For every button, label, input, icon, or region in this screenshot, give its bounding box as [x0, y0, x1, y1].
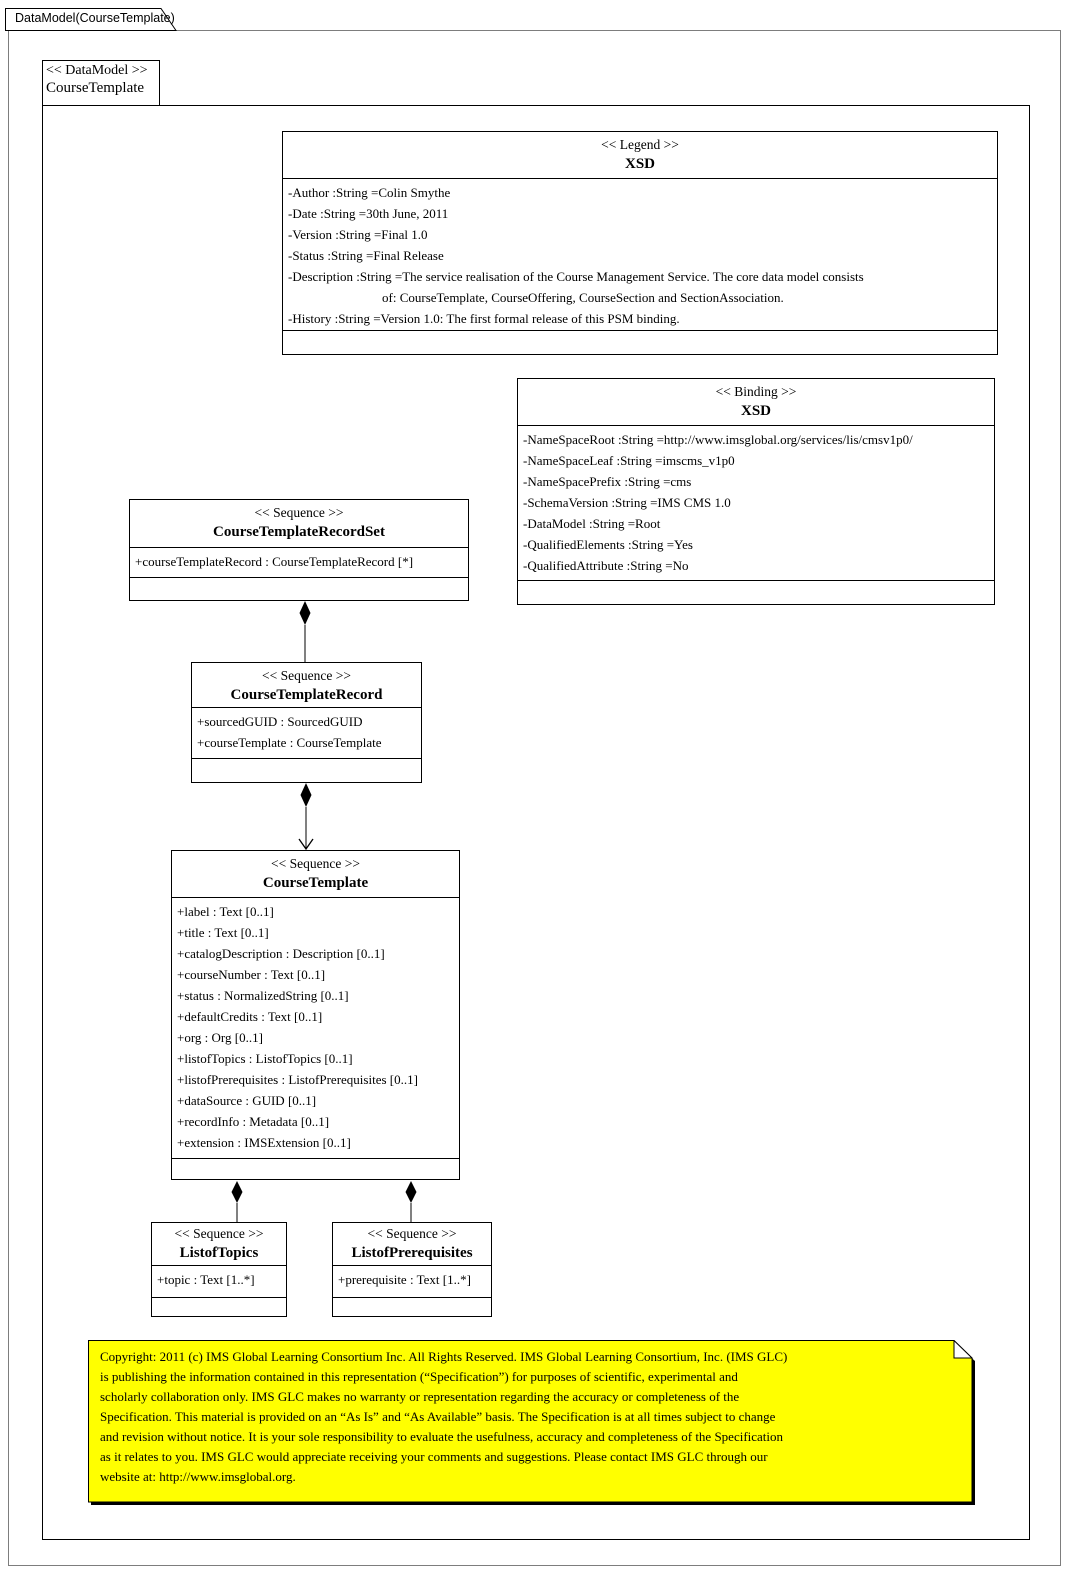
binding-stereotype: << Binding >>: [715, 384, 797, 399]
legend-attr: -Description :String =The service realis…: [288, 269, 864, 284]
legend-stereotype: << Legend >>: [601, 137, 679, 152]
record-stereotype: << Sequence >>: [262, 668, 351, 683]
copyright-line: Copyright: 2011 (c) IMS Global Learning …: [100, 1349, 788, 1364]
class-listoftopics: << Sequence >> ListofTopics +topic : Tex…: [151, 1222, 287, 1317]
coursetemplate-name: CourseTemplate: [262, 875, 369, 891]
copyright-line: is publishing the information contained …: [100, 1369, 738, 1384]
class-listofprerequisites-attributes: +prerequisite : Text [1..*]: [333, 1266, 491, 1298]
class-listoftopics-header: << Sequence >> ListofTopics: [152, 1223, 286, 1266]
class-binding-attributes: -NameSpaceRoot :String =http://www.imsgl…: [518, 426, 994, 581]
class-legend: << Legend >> XSD -Author :String =Colin …: [282, 131, 998, 355]
legend-attr: -Version :String =Final 1.0: [288, 227, 428, 242]
listoftopics-attr: +topic : Text [1..*]: [157, 1272, 255, 1287]
note-shape: [88, 1339, 975, 1505]
recordset-stereotype: << Sequence >>: [254, 505, 344, 520]
binding-attr: -DataModel :String =Root: [523, 516, 661, 531]
binding-attr: -NameSpacePrefix :String =cms: [523, 474, 692, 489]
legend-name: XSD: [624, 156, 655, 172]
coursetemplate-attr: +title : Text [0..1]: [177, 925, 269, 940]
coursetemplate-attr: +status : NormalizedString [0..1]: [177, 988, 349, 1003]
class-coursetemplaterecord-attributes: +sourcedGUID : SourcedGUID +courseTempla…: [192, 708, 421, 759]
listofprerequisites-name: ListofPrerequisites: [351, 1245, 473, 1261]
frame-name: CourseTemplate: [46, 80, 145, 96]
datamodel-frame-tab: << DataModel >> CourseTemplate: [42, 60, 160, 106]
copyright-line: website at: http://www.imsglobal.org.: [100, 1469, 296, 1484]
coursetemplate-attr: +courseNumber : Text [0..1]: [177, 967, 326, 982]
class-binding: << Binding >> XSD -NameSpaceRoot :String…: [517, 378, 995, 605]
binding-attr: -QualifiedElements :String =Yes: [523, 537, 693, 552]
coursetemplate-attr: +org : Org [0..1]: [177, 1030, 263, 1045]
binding-attr: -SchemaVersion :String =IMS CMS 1.0: [523, 495, 731, 510]
note-body: [88, 1340, 973, 1503]
binding-attr: -QualifiedAttribute :String =No: [523, 558, 689, 573]
class-coursetemplaterecord-operations-compartment: [192, 759, 421, 782]
class-legend-operations-compartment: [283, 331, 997, 354]
class-binding-header: << Binding >> XSD: [518, 379, 994, 426]
listofprerequisites-stereotype: << Sequence >>: [367, 1226, 457, 1241]
legend-attr: -Status :String =Final Release: [288, 248, 444, 263]
copyright-line: Specification. This material is provided…: [100, 1409, 776, 1424]
class-listoftopics-attributes: +topic : Text [1..*]: [152, 1266, 286, 1298]
legend-attr: -History :String =Version 1.0: The first…: [288, 311, 680, 326]
coursetemplate-stereotype: << Sequence >>: [271, 856, 360, 871]
class-listofprerequisites-header: << Sequence >> ListofPrerequisites: [333, 1223, 491, 1266]
coursetemplate-attr: +dataSource : GUID [0..1]: [177, 1093, 317, 1108]
legend-attr: -Author :String =Colin Smythe: [288, 185, 451, 200]
class-coursetemplate: << Sequence >> CourseTemplate +label : T…: [171, 850, 460, 1180]
frame-stereotype: << DataModel >>: [46, 63, 148, 78]
page-tab: DataModel(CourseTemplate): [5, 8, 183, 31]
recordset-attr: +courseTemplateRecord : CourseTemplateRe…: [135, 554, 414, 569]
binding-attr: -NameSpaceRoot :String =http://www.imsgl…: [523, 432, 913, 447]
class-coursetemplate-attributes: +label : Text [0..1] +title : Text [0..1…: [172, 898, 459, 1159]
class-coursetemplate-operations-compartment: [172, 1159, 459, 1179]
class-listofprerequisites-operations-compartment: [333, 1298, 491, 1316]
class-coursetemplaterecordset: << Sequence >> CourseTemplateRecordSet +…: [129, 499, 469, 601]
copyright-line: and revision without notice. It is your …: [100, 1429, 784, 1444]
coursetemplate-attr: +catalogDescription : Description [0..1]: [177, 946, 385, 961]
copyright-line: as it relates to you. IMS GLC would appr…: [100, 1449, 768, 1464]
page-tab-title: DataModel(CourseTemplate): [15, 11, 175, 25]
listoftopics-name: ListofTopics: [179, 1245, 259, 1261]
coursetemplate-attr: +listofPrerequisites : ListofPrerequisit…: [177, 1072, 418, 1087]
coursetemplate-attr: +listofTopics : ListofTopics [0..1]: [177, 1051, 353, 1066]
coursetemplate-attr: +recordInfo : Metadata [0..1]: [177, 1114, 330, 1129]
copyright-text: Copyright: 2011 (c) IMS Global Learning …: [100, 1347, 950, 1487]
copyright-note: Copyright: 2011 (c) IMS Global Learning …: [88, 1339, 976, 1506]
listofprerequisites-attr: +prerequisite : Text [1..*]: [338, 1272, 471, 1287]
page-tab-shape: [5, 8, 177, 31]
record-name: CourseTemplateRecord: [230, 687, 383, 703]
coursetemplate-attr: +defaultCredits : Text [0..1]: [177, 1009, 323, 1024]
coursetemplate-attr: +extension : IMSExtension [0..1]: [177, 1135, 351, 1150]
binding-name: XSD: [740, 403, 771, 419]
copyright-line: scholarly collaboration only. IMS GLC ma…: [100, 1389, 740, 1404]
class-binding-operations-compartment: [518, 581, 994, 604]
class-listofprerequisites: << Sequence >> ListofPrerequisites +prer…: [332, 1222, 492, 1317]
binding-attr: -NameSpaceLeaf :String =imscms_v1p0: [523, 453, 735, 468]
class-coursetemplaterecordset-header: << Sequence >> CourseTemplateRecordSet: [130, 500, 468, 548]
class-coursetemplaterecordset-attributes: +courseTemplateRecord : CourseTemplateRe…: [130, 548, 468, 578]
record-attr: +sourcedGUID : SourcedGUID: [197, 714, 363, 729]
recordset-name: CourseTemplateRecordSet: [213, 524, 385, 540]
class-coursetemplaterecord-header: << Sequence >> CourseTemplateRecord: [192, 663, 421, 708]
legend-attr: -Date :String =30th June, 2011: [288, 206, 449, 221]
class-legend-attributes: -Author :String =Colin Smythe -Date :Str…: [283, 179, 997, 331]
class-listoftopics-operations-compartment: [152, 1298, 286, 1316]
class-coursetemplaterecord: << Sequence >> CourseTemplateRecord +sou…: [191, 662, 422, 783]
class-legend-header: << Legend >> XSD: [283, 132, 997, 179]
class-coursetemplate-header: << Sequence >> CourseTemplate: [172, 851, 459, 898]
listoftopics-stereotype: << Sequence >>: [174, 1226, 264, 1241]
legend-attr-continuation: of: CourseTemplate, CourseOffering, Cour…: [382, 290, 784, 305]
record-attr: +courseTemplate : CourseTemplate: [197, 735, 382, 750]
note-fold-icon: [953, 1339, 974, 1359]
coursetemplate-attr: +label : Text [0..1]: [177, 904, 274, 919]
class-coursetemplaterecordset-operations-compartment: [130, 578, 468, 600]
